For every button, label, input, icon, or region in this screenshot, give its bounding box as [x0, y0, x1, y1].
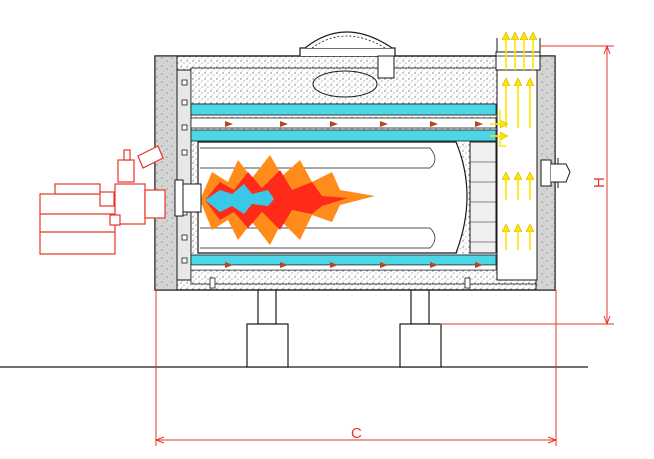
support-left — [246, 281, 289, 368]
gas-return-lines — [490, 110, 506, 147]
length-label: C — [351, 425, 362, 442]
burner-nozzle — [174, 179, 202, 217]
tube-flow-arrows — [225, 121, 483, 268]
bottom-studs — [209, 277, 471, 289]
dimension-c — [154, 290, 558, 446]
height-label: H — [591, 177, 608, 188]
top-manhole — [299, 31, 396, 98]
support-right — [399, 281, 442, 368]
burner-unit — [39, 145, 166, 255]
burner-flame — [200, 155, 375, 245]
flue-gas-arrows — [496, 36, 533, 250]
smoke-box — [495, 38, 571, 281]
upper-water-tubes — [190, 103, 497, 142]
dimension-h — [440, 44, 614, 326]
lower-water-tubes — [190, 254, 497, 271]
